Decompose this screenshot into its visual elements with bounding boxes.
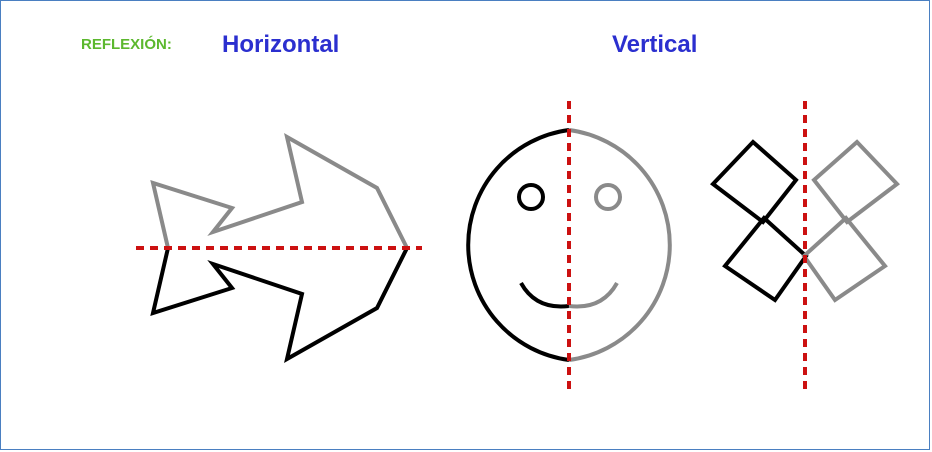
mouth-left-original [521, 283, 569, 307]
face-left-original [468, 130, 569, 360]
diamond-top-original [713, 142, 796, 222]
face-right-reflection [569, 130, 670, 360]
diamond-top-reflection [814, 142, 897, 222]
left-eye-original [519, 185, 543, 209]
diamond-bottom-original [725, 218, 806, 300]
right-eye-reflection [596, 185, 620, 209]
arrow-top-reflection [153, 137, 407, 248]
arrow-bottom-original [153, 248, 407, 359]
diamond-bottom-reflection [804, 218, 885, 300]
mouth-right-reflection [569, 283, 617, 307]
